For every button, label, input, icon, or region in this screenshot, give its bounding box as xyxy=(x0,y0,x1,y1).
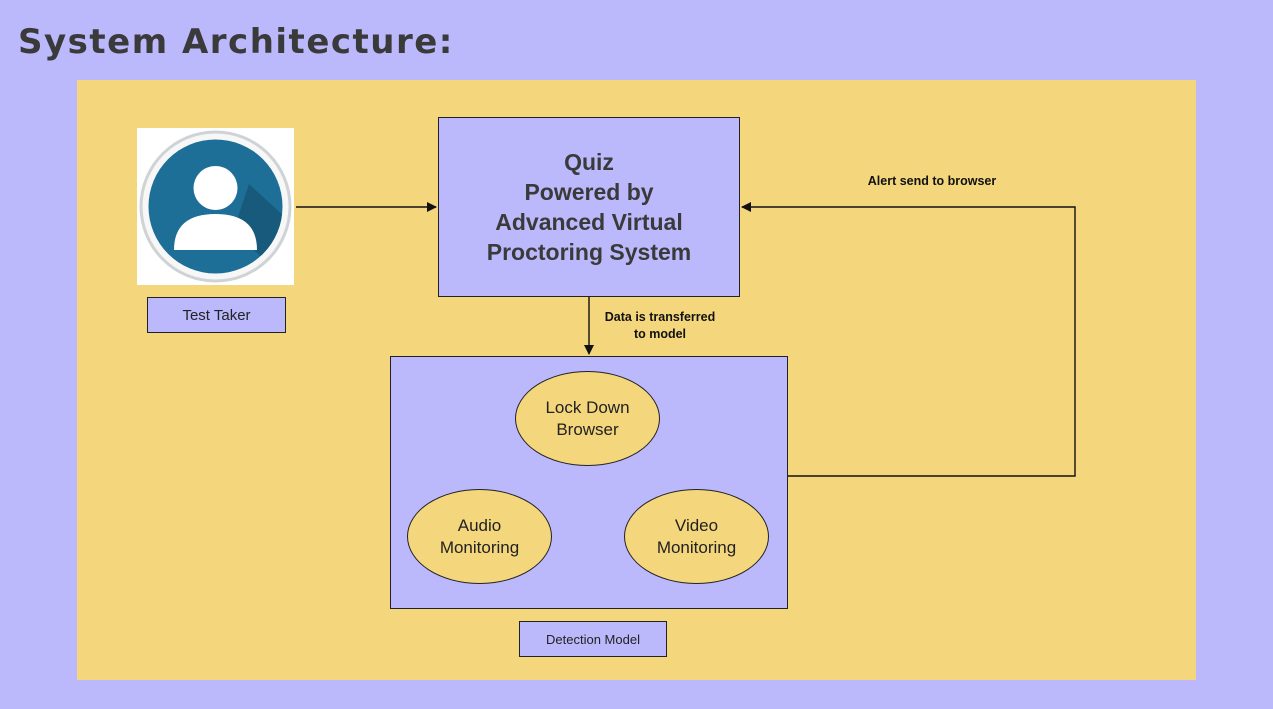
quiz-subtitle-line: Powered by xyxy=(524,179,654,205)
quiz-subtitle-line: Advanced Virtual xyxy=(495,209,683,235)
node-label-line: Audio xyxy=(457,515,502,535)
quiz-title-line: Quiz xyxy=(564,149,614,175)
detection-model-node: Lock Down Browser Audio Monitoring Video… xyxy=(390,356,788,609)
connector-lines xyxy=(296,202,1076,477)
diagram-canvas: Test Taker Quiz Powered by Advanced Virt… xyxy=(77,80,1196,680)
quiz-subtitle-line: Proctoring System xyxy=(486,239,692,265)
node-label-line: Video xyxy=(674,515,719,535)
page-title: System Architecture: xyxy=(18,22,454,62)
audio-monitoring-node: Audio Monitoring xyxy=(407,489,552,584)
lock-down-browser-node: Lock Down Browser xyxy=(515,371,660,466)
detection-model-label: Detection Model xyxy=(519,621,667,657)
arrow-model-to-quiz xyxy=(741,202,1076,477)
node-label-line: Monitoring xyxy=(439,537,520,557)
node-label-line: Browser xyxy=(556,419,619,439)
test-taker-label: Test Taker xyxy=(147,297,286,333)
user-avatar-icon xyxy=(137,128,294,285)
video-monitoring-node: Video Monitoring xyxy=(624,489,769,584)
node-label-line: Lock Down xyxy=(545,397,630,417)
alert-edge-label: Alert send to browser xyxy=(867,174,997,188)
transfer-label-line: Data is transferred xyxy=(604,310,716,324)
quiz-node: Quiz Powered by Advanced Virtual Proctor… xyxy=(438,117,740,297)
node-label-line: Monitoring xyxy=(656,537,737,557)
transfer-label-line: to model xyxy=(633,327,687,341)
transfer-edge-label: Data is transferred to model xyxy=(590,309,730,343)
